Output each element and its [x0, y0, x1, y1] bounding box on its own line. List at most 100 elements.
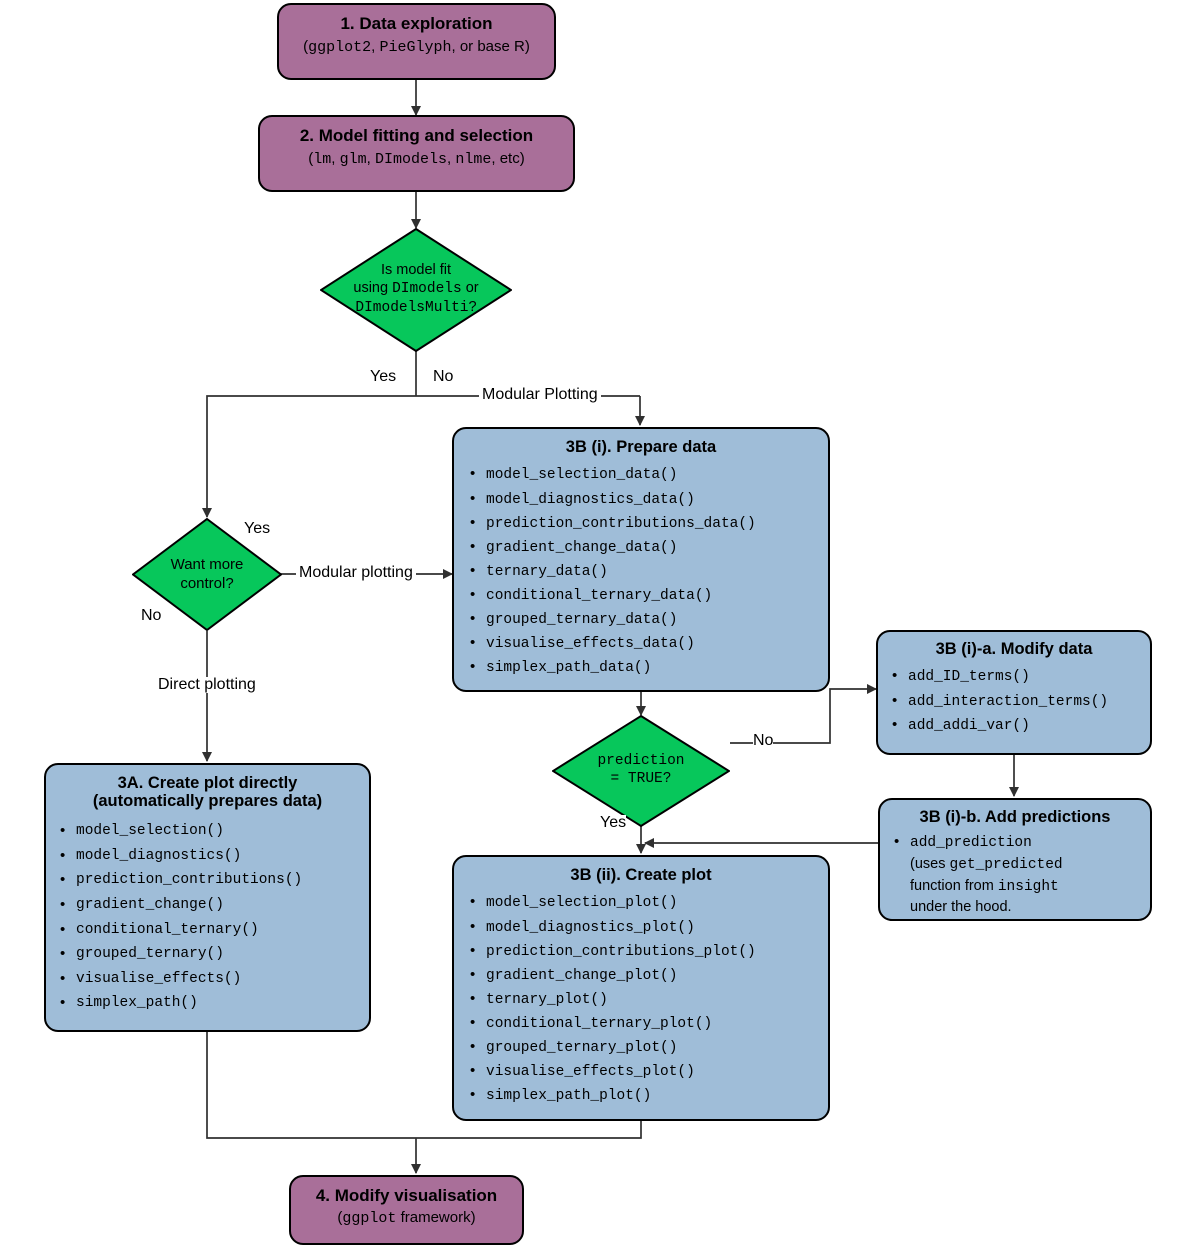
diamond-shape: [552, 715, 730, 827]
sub-tail: , etc): [491, 150, 525, 168]
node-3bib-add-predictions[interactable]: 3B (i)-b. Add predictions add_prediction…: [878, 798, 1152, 921]
list-item: visualise_effects(): [56, 966, 359, 992]
list-item: gradient_change_plot(): [466, 963, 816, 988]
edge-prediction-no-to-modify: [730, 683, 878, 744]
list-item: prediction_contributions_plot(): [466, 939, 816, 964]
list-item: grouped_ternary_data(): [466, 607, 816, 632]
function-list: add_ID_terms() add_interaction_terms() a…: [888, 664, 1140, 738]
edge-label-yes-top: Yes: [370, 368, 397, 385]
list-item: grouped_ternary_plot(): [466, 1035, 816, 1060]
paren-open: (: [308, 150, 314, 168]
diamond-shape: [320, 228, 512, 352]
node-title: 1. Data exploration: [340, 14, 493, 33]
list-item: add_addi_var(): [888, 713, 1140, 738]
edge-label-modular-plotting-upper: Modular Plotting: [479, 387, 601, 403]
node-title: 3B (i)-a. Modify data: [935, 640, 1093, 658]
decision-line-1: prediction: [597, 753, 685, 770]
pkg-dimodelsmulti: DImodelsMulti: [355, 299, 469, 316]
pkg-glm: glm: [339, 151, 367, 169]
decision-prediction-true[interactable]: prediction = TRUE?: [552, 715, 730, 827]
list-item: add_interaction_terms(): [888, 689, 1140, 714]
node-title: 3B (i)-b. Add predictions: [919, 808, 1111, 826]
list-item: model_selection_data(): [466, 462, 816, 487]
node-3bia-modify-data[interactable]: 3B (i)-a. Modify data add_ID_terms() add…: [876, 630, 1152, 755]
list-item: model_diagnostics(): [56, 843, 359, 869]
node-3bii-create-plot[interactable]: 3B (ii). Create plot model_selection_plo…: [452, 855, 830, 1121]
list-item: prediction_contributions_data(): [466, 511, 816, 536]
pkg-insight: insight: [997, 878, 1059, 895]
list-item: ternary_plot(): [466, 987, 816, 1012]
list-item: conditional_ternary(): [56, 917, 359, 943]
paren-open: (: [337, 1209, 343, 1227]
list-item: gradient_change_data(): [466, 535, 816, 560]
list-item: simplex_path(): [56, 990, 359, 1016]
decision-model-fit-package[interactable]: Is model fit using DImodels or DImodelsM…: [320, 228, 512, 352]
sep-1: ,: [331, 150, 340, 168]
decision-line-2: using DImodels or: [353, 280, 478, 299]
node-3a-create-plot-directly[interactable]: 3A. Create plot directly (automatically …: [44, 763, 371, 1032]
list-item: model_diagnostics_data(): [466, 487, 816, 512]
decision-line-2: control?: [180, 574, 234, 592]
node-title: 3A. Create plot directly (automatically …: [56, 774, 359, 811]
decision-want-more-control[interactable]: Want more control?: [132, 518, 282, 631]
list-item: simplex_path_data(): [466, 655, 816, 680]
edge-label-direct-plotting: Direct plotting: [155, 677, 259, 693]
node-title-line-1: 3A. Create plot directly: [117, 774, 298, 792]
decision-line-1: Want more: [170, 556, 244, 574]
line3-post: ?: [468, 298, 477, 315]
edge-3bii-to-bus: [416, 1121, 642, 1139]
line2-post: or: [461, 280, 479, 297]
decision-line-3: DImodelsMulti?: [355, 299, 476, 318]
node-title: 3B (ii). Create plot: [570, 866, 712, 884]
sep-1: ,: [371, 38, 380, 56]
list-item: model_selection(): [56, 818, 359, 844]
note-under-hood: under the hood.: [910, 899, 1012, 916]
node-subtitle: (ggplot framework): [301, 1209, 512, 1227]
sub-tail: , or base R): [451, 38, 530, 56]
node-title: 4. Modify visualisation: [315, 1186, 498, 1205]
note-uses: (uses: [910, 856, 950, 873]
list-item: visualise_effects_plot(): [466, 1059, 816, 1084]
function-list: model_selection() model_diagnostics() pr…: [56, 818, 359, 1016]
node-title-line-2: (automatically prepares data): [92, 792, 323, 811]
line2-pre: using: [353, 280, 393, 297]
sep-2: ,: [366, 150, 375, 168]
list-item: conditional_ternary_plot(): [466, 1011, 816, 1036]
decision-line-2: = TRUE?: [610, 771, 672, 787]
pkg-pieglyph: PieGlyph: [379, 39, 452, 57]
node-subtitle: (lm, glm, DImodels, nlme, etc): [268, 150, 565, 168]
node-3bi-prepare-data[interactable]: 3B (i). Prepare data model_selection_dat…: [452, 427, 830, 692]
node-subtitle: (ggplot2, PieGlyph, or base R): [289, 38, 544, 56]
diamond-shape: [132, 518, 282, 631]
edge-label-modular-plotting-lower: Modular plotting: [296, 565, 416, 581]
pkg-dimodels: DImodels: [392, 281, 462, 298]
pkg-lm: lm: [313, 151, 332, 169]
node-data-exploration[interactable]: 1. Data exploration (ggplot2, PieGlyph, …: [277, 3, 556, 80]
list-item: add_prediction (uses get_predicted funct…: [890, 831, 1140, 917]
edge-label-yes-control: Yes: [244, 520, 271, 537]
edge-label-no-prediction: No: [753, 732, 774, 749]
node-model-fitting[interactable]: 2. Model fitting and selection (lm, glm,…: [258, 115, 575, 192]
list-item: grouped_ternary(): [56, 941, 359, 967]
node-modify-visualisation[interactable]: 4. Modify visualisation (ggplot framewor…: [289, 1175, 524, 1245]
list-item: model_diagnostics_plot(): [466, 915, 816, 940]
edge-label-yes-prediction: Yes: [600, 814, 627, 831]
note-function-from: function from: [910, 877, 998, 894]
fn-add-prediction: add_prediction: [910, 835, 1032, 852]
decision-line-1: Is model fit: [380, 262, 452, 279]
function-list: model_selection_data() model_diagnostics…: [466, 462, 816, 680]
function-list: model_selection_plot() model_diagnostics…: [466, 890, 816, 1108]
pkg-dimodels: DImodels: [375, 151, 448, 169]
list-item: ternary_data(): [466, 559, 816, 584]
edge-label-no-control: No: [141, 607, 162, 624]
list-item: model_selection_plot(): [466, 890, 816, 915]
list-item: gradient_change(): [56, 892, 359, 918]
edge-3a-to-bus: [206, 1032, 416, 1139]
node-title: 2. Model fitting and selection: [299, 126, 534, 145]
list-item: add_ID_terms(): [888, 664, 1140, 689]
decision-label: Want more control?: [132, 518, 282, 631]
decision-label: Is model fit using DImodels or DImodelsM…: [320, 228, 512, 352]
sub-tail: framework): [396, 1209, 476, 1227]
edge-yes-to-decision2: [201, 395, 416, 519]
